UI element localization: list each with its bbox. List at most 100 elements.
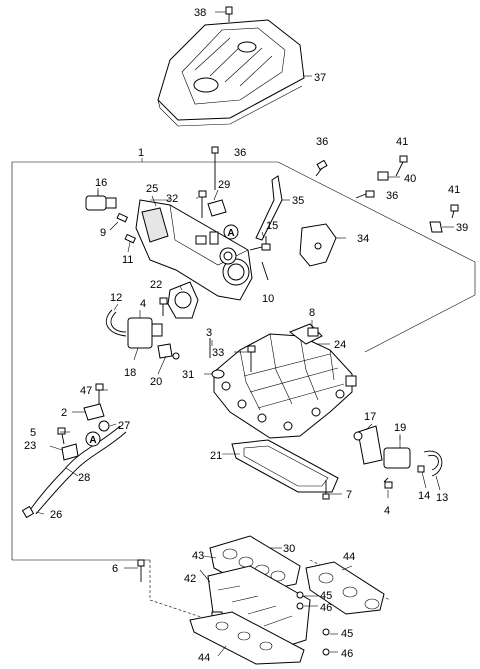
nut-45-lower — [322, 628, 330, 636]
reference-a-lower-label: A — [89, 435, 96, 446]
hose-28 — [29, 425, 127, 515]
sensor-8 — [307, 327, 319, 337]
label-30: 30 — [283, 543, 295, 555]
label-14: 14 — [418, 490, 430, 502]
screw-11 — [124, 233, 137, 253]
label-13: 13 — [436, 492, 448, 504]
sensor-2 — [83, 403, 105, 421]
label-43: 43 — [192, 550, 204, 562]
bolt-36-right — [355, 190, 375, 199]
engine-cover-37 — [157, 19, 312, 127]
label-20: 20 — [150, 376, 162, 388]
assembly-frame — [11, 158, 476, 561]
label-2: 2 — [61, 407, 67, 419]
bolt-33 — [247, 345, 256, 372]
hose-end-26 — [21, 505, 35, 519]
label-35: 35 — [292, 195, 304, 207]
label-9: 9 — [100, 227, 106, 239]
lower-dashed-guides — [149, 559, 391, 621]
label-27: 27 — [118, 420, 130, 432]
o-ring-27 — [98, 420, 110, 432]
label-40: 40 — [404, 173, 416, 185]
gasket-22 — [167, 281, 199, 319]
bolt-47 — [95, 383, 104, 404]
nut-46-upper — [296, 602, 304, 610]
purge-valve-18 — [127, 310, 163, 349]
label-1: 1 — [138, 147, 144, 159]
label-16: 16 — [95, 177, 107, 189]
washer-31 — [211, 369, 225, 379]
label-39: 39 — [456, 222, 468, 234]
label-41-upper: 41 — [396, 136, 408, 148]
bolt-4-lower — [383, 477, 393, 489]
label-31: 31 — [182, 369, 194, 381]
label-32: 32 — [166, 193, 178, 205]
label-26: 26 — [50, 509, 62, 521]
reference-a-upper: A — [223, 224, 239, 240]
label-38: 38 — [194, 7, 206, 19]
label-42: 42 — [184, 573, 196, 585]
reference-a-upper-label: A — [227, 228, 234, 239]
label-46-upper: 46 — [320, 602, 332, 614]
label-15: 15 — [266, 220, 278, 232]
label-44-lower: 44 — [198, 652, 210, 664]
bracket-35 — [255, 175, 290, 241]
hose-13 — [423, 450, 443, 477]
bolt-4-upper — [159, 297, 168, 316]
reference-a-lower: A — [85, 431, 101, 447]
stud-6 — [137, 559, 145, 582]
clamp-20 — [157, 343, 180, 360]
label-36-right: 36 — [386, 190, 398, 202]
label-45-upper: 45 — [320, 590, 332, 602]
label-18: 18 — [124, 367, 136, 379]
label-21: 21 — [210, 450, 222, 462]
throttle-sensor-16 — [85, 188, 117, 211]
bolt-7 — [322, 480, 330, 500]
bolt-5 — [57, 427, 66, 445]
nut-46-lower — [322, 648, 330, 656]
plenum-25 — [135, 199, 253, 301]
label-23: 23 — [24, 440, 36, 452]
part-labels: 38 37 1 36 36 41 40 36 41 39 16 25 32 29… — [24, 7, 468, 664]
bracket-17 — [353, 425, 383, 465]
clamp-14 — [417, 465, 425, 473]
bolt-15 — [249, 236, 271, 251]
label-5: 5 — [30, 427, 36, 439]
bolt-41-upper — [395, 155, 408, 177]
label-12: 12 — [110, 292, 122, 304]
label-8: 8 — [309, 307, 315, 319]
label-34: 34 — [357, 233, 369, 245]
label-33: 33 — [212, 347, 224, 359]
label-24: 24 — [334, 339, 346, 351]
label-3: 3 — [206, 327, 212, 339]
label-25: 25 — [146, 183, 158, 195]
label-4-upper: 4 — [140, 298, 146, 310]
cover-bolt-38 — [215, 6, 233, 22]
clip-40 — [377, 171, 400, 181]
label-41-right: 41 — [448, 184, 460, 196]
label-44-right: 44 — [343, 551, 355, 563]
label-22: 22 — [150, 279, 162, 291]
bracket-34 — [299, 223, 346, 267]
label-45-lower: 45 — [341, 628, 353, 640]
control-solenoid-19 — [383, 436, 411, 469]
bolt-32 — [198, 190, 207, 218]
label-7: 7 — [346, 489, 352, 501]
label-10: 10 — [262, 293, 274, 305]
gasket-44-right — [305, 561, 385, 615]
label-46-lower: 46 — [341, 648, 353, 660]
label-4-lower: 4 — [384, 505, 390, 517]
label-11: 11 — [122, 254, 133, 266]
nut-45-upper — [296, 591, 304, 599]
label-47: 47 — [80, 385, 92, 397]
label-19: 19 — [394, 422, 406, 434]
label-37: 37 — [314, 72, 326, 84]
label-6: 6 — [112, 563, 118, 575]
intake-manifold-24 — [213, 323, 357, 439]
leader-lines — [35, 189, 441, 657]
bracket-29 — [207, 199, 227, 217]
screw-9 — [109, 212, 129, 231]
vacuum-hose-12 — [105, 309, 127, 337]
